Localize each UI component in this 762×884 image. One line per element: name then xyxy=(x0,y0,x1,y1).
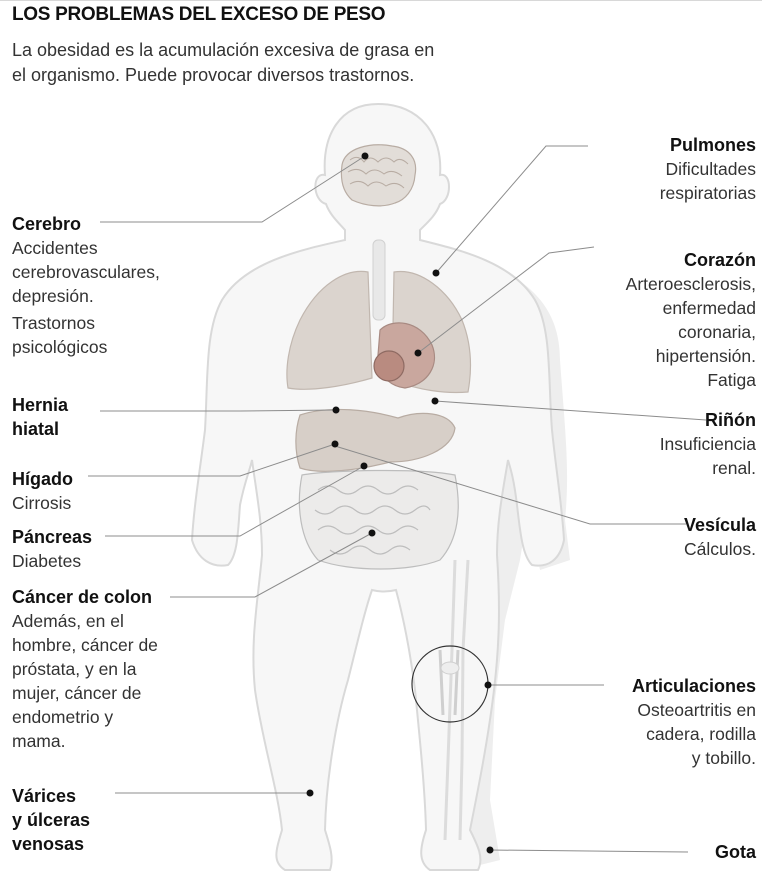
label-title: Cerebro xyxy=(12,214,82,234)
liver-shape xyxy=(295,408,456,472)
label-line: psicológicos xyxy=(12,337,108,357)
leader-dots xyxy=(306,152,494,854)
heart-shape xyxy=(373,322,436,389)
label-corazon: Corazón Arteroesclerosis, enfermedad cor… xyxy=(626,248,756,392)
label-line: coronaria, xyxy=(678,322,756,342)
label-line: Arteroesclerosis, xyxy=(625,274,756,294)
label-title: Articulaciones xyxy=(631,676,756,696)
dot-pulmones xyxy=(432,269,440,277)
brain-shape xyxy=(340,144,417,207)
leader-lines xyxy=(88,145,707,853)
intro-line: el organismo. Puede provocar diversos tr… xyxy=(12,65,415,85)
label-articulaciones: Articulaciones Osteoartritis en cadera, … xyxy=(632,674,756,770)
leader-hernia xyxy=(100,409,337,412)
label-line: Cirrosis xyxy=(12,493,72,513)
label-line: hombre, cáncer de xyxy=(12,635,158,655)
label-gota: Gota xyxy=(715,840,756,864)
leader-corazon xyxy=(417,246,595,354)
dot-colon xyxy=(368,529,376,537)
dot-gota xyxy=(486,846,494,854)
leader-higado xyxy=(88,443,336,477)
label-cerebro: Cerebro Accidentes cerebrovasculares, de… xyxy=(12,212,160,359)
leader-vesicula xyxy=(334,445,686,525)
label-title: Hernia xyxy=(12,395,69,415)
dot-varices xyxy=(306,789,314,797)
label-line: mama. xyxy=(12,731,66,751)
label-vesicula: Vesícula Cálculos. xyxy=(684,513,756,561)
label-title: Pulmones xyxy=(669,135,756,155)
leader-pancreas xyxy=(105,465,365,537)
intro-line: La obesidad es la acumulación excesiva d… xyxy=(12,40,435,60)
label-line: Cálculos. xyxy=(684,539,756,559)
label-line: Diabetes xyxy=(12,551,82,571)
label-title: Cáncer de colon xyxy=(12,587,153,607)
label-line: Trastornos xyxy=(12,313,95,333)
label-line: mujer, cáncer de xyxy=(12,683,142,703)
label-line: endometrio y xyxy=(12,707,114,727)
leader-pulmones xyxy=(435,145,588,274)
label-line: Accidentes xyxy=(12,238,98,258)
leader-colon xyxy=(170,532,373,598)
label-title: venosas xyxy=(12,834,85,854)
trachea-shape xyxy=(372,239,386,321)
label-cancer-colon: Cáncer de colon Además, en el hombre, cá… xyxy=(12,585,158,753)
label-pulmones: Pulmones Dificultades respiratorias xyxy=(660,133,756,205)
intro-text: La obesidad es la acumulación excesiva d… xyxy=(12,38,512,88)
label-hernia: Hernia hiatal xyxy=(12,393,68,441)
label-title: Páncreas xyxy=(12,527,93,547)
label-varices: Várices y úlceras venosas xyxy=(12,784,90,856)
dot-cerebro xyxy=(361,152,369,160)
label-line: renal. xyxy=(712,458,756,478)
label-title: y úlceras xyxy=(12,810,91,830)
label-line: respiratorias xyxy=(659,183,756,203)
leader-rinon xyxy=(434,400,707,421)
label-line: cerebrovasculares, xyxy=(12,262,160,282)
label-line: Osteoartritis en xyxy=(637,700,756,720)
label-title: Várices xyxy=(12,786,77,806)
label-pancreas: Páncreas Diabetes xyxy=(12,525,92,573)
dot-pancreas xyxy=(360,462,368,470)
label-line: y tobillo. xyxy=(691,748,756,768)
dot-higado xyxy=(331,440,339,448)
leg-bones xyxy=(443,559,470,841)
leader-cerebro xyxy=(100,155,366,223)
dot-corazon xyxy=(414,349,422,357)
infographic-title: LOS PROBLEMAS DEL EXCESO DE PESO xyxy=(12,4,386,25)
label-line: Fatiga xyxy=(707,370,756,390)
label-rinon: Riñón Insuficiencia renal. xyxy=(660,408,756,480)
dot-hernia xyxy=(332,406,340,414)
label-line: hipertensión. xyxy=(655,346,756,366)
label-title: Riñón xyxy=(705,410,756,430)
label-line: Dificultades xyxy=(665,159,756,179)
label-line: próstata, y en la xyxy=(12,659,137,679)
top-rule xyxy=(0,0,762,1)
label-line: Además, en el xyxy=(12,611,124,631)
leader-gota xyxy=(489,849,689,853)
label-title: Vesícula xyxy=(683,515,756,535)
label-title: Gota xyxy=(714,842,756,862)
dot-rinon xyxy=(431,397,439,405)
intestines-shape xyxy=(298,469,459,570)
label-title: hiatal xyxy=(12,419,60,439)
dot-articulaciones xyxy=(484,681,492,689)
label-higado: Hígado Cirrosis xyxy=(12,467,73,515)
label-line: enfermedad xyxy=(662,298,756,318)
label-line: Insuficiencia xyxy=(659,434,756,454)
label-title: Corazón xyxy=(684,250,756,270)
label-line: cadera, rodilla xyxy=(646,724,756,744)
label-title: Hígado xyxy=(12,469,73,489)
label-line: depresión. xyxy=(12,286,94,306)
